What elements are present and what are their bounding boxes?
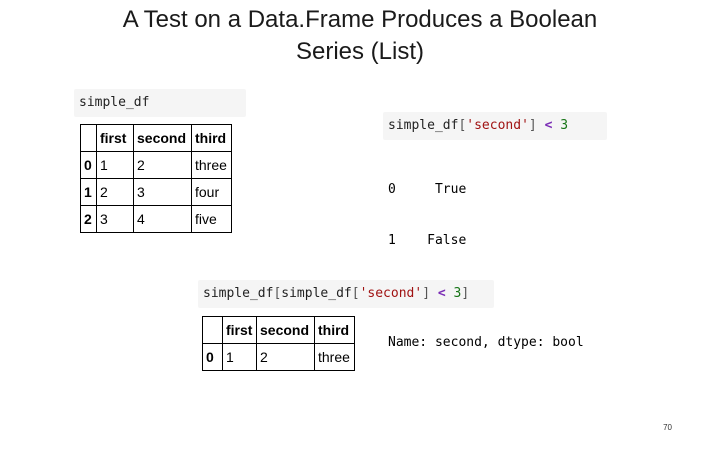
code-number: 3: [453, 286, 462, 301]
row-index: 1: [80, 178, 97, 206]
table-cell: 4: [133, 205, 192, 233]
row-index: 2: [80, 205, 97, 233]
table-cell: 1: [96, 151, 134, 179]
index-header: [202, 316, 223, 344]
page-number: 70: [663, 423, 672, 432]
table-cell: 2: [96, 178, 134, 206]
table-header-row: first second third: [80, 124, 232, 152]
code-bracket: [: [458, 118, 467, 133]
code-cell-simple-df: simple_df: [74, 89, 246, 117]
table-cell: 2: [256, 343, 315, 371]
table-cell: 3: [133, 178, 192, 206]
code-operator: <: [544, 118, 553, 133]
output-line: 1 False: [388, 233, 467, 248]
output-line: 0 True: [388, 182, 467, 197]
row-index: 0: [80, 151, 97, 179]
table-row: 0 1 2 three: [80, 151, 232, 179]
code-bracket: ]: [528, 118, 537, 133]
column-header: second: [133, 124, 192, 152]
code-df: simple_df: [388, 118, 459, 133]
code-number: 3: [560, 118, 569, 133]
table-cell: 3: [96, 205, 134, 233]
column-header: third: [314, 316, 355, 344]
table-cell: 1: [222, 343, 257, 371]
code-bracket: ]: [461, 286, 470, 301]
column-header: first: [222, 316, 257, 344]
column-header: second: [256, 316, 315, 344]
table-cell: five: [191, 205, 232, 233]
dataframe-table-full: first second third 0 1 2 three 1 2 3 fou…: [80, 124, 232, 233]
table-row: 0 1 2 three: [202, 343, 355, 371]
boolean-series-output: 0 True 1 False 2 False Name: second, dty…: [388, 147, 584, 368]
table-cell: three: [191, 151, 232, 179]
code-cell-boolean-test: simple_df['second'] < 3: [383, 112, 607, 140]
dataframe-table-filtered: first second third 0 1 2 three: [202, 316, 355, 371]
code-string: 'second': [359, 286, 423, 301]
column-header: third: [191, 124, 232, 152]
output-line: Name: second, dtype: bool: [388, 335, 584, 350]
row-index: 0: [202, 343, 223, 371]
code-text: simple_df: [79, 95, 150, 110]
table-header-row: first second third: [202, 316, 355, 344]
table-row: 2 3 4 five: [80, 205, 232, 233]
column-header: first: [96, 124, 134, 152]
code-df: simple_df: [281, 286, 352, 301]
code-bracket: [: [351, 286, 360, 301]
title-line-2: Series (List): [295, 38, 425, 65]
code-df: simple_df: [203, 286, 274, 301]
code-cell-boolean-indexing: simple_df[simple_df['second'] < 3]: [198, 280, 494, 308]
table-row: 1 2 3 four: [80, 178, 232, 206]
title-line-1: A Test on a Data.Frame Produces a Boolea…: [122, 6, 598, 33]
table-cell: three: [314, 343, 355, 371]
code-bracket: ]: [422, 286, 431, 301]
code-operator: <: [437, 286, 446, 301]
index-header: [80, 124, 97, 152]
code-bracket: [: [273, 286, 282, 301]
table-cell: four: [191, 178, 232, 206]
code-string: 'second': [466, 118, 529, 133]
table-cell: 2: [133, 151, 192, 179]
slide-title: A Test on a Data.Frame Produces a Boolea…: [40, 4, 680, 68]
